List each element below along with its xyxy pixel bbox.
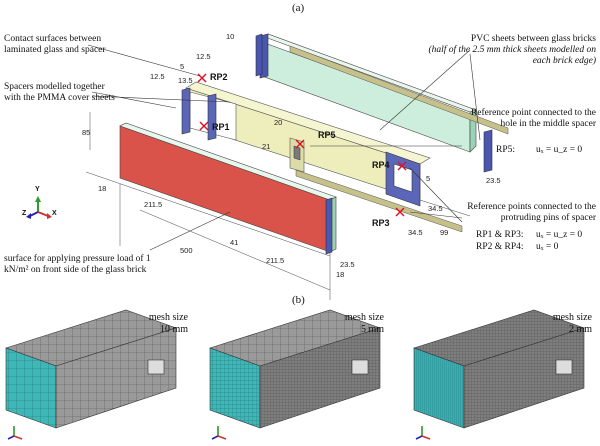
pvc-strip-top bbox=[289, 45, 509, 135]
rp24-eq-value: uₓ = 0 bbox=[536, 242, 559, 252]
mesh-label-title-3: mesh size bbox=[552, 312, 592, 323]
panel-b-tag: (b) bbox=[292, 294, 305, 306]
axes-triad-a bbox=[26, 196, 52, 219]
pvc-strip-bottom bbox=[295, 169, 463, 233]
spacer-body bbox=[181, 81, 431, 207]
dim-18-a: 18 bbox=[98, 184, 107, 193]
end-panel-left bbox=[255, 33, 263, 77]
dim-12-5-b: 12.5 bbox=[150, 72, 165, 81]
callout-surface-load: surface for applying pressure load of 1 … bbox=[4, 254, 151, 275]
dimension-lines bbox=[85, 112, 471, 300]
callout-rp-hole: Reference point connected to the hole in… bbox=[470, 108, 596, 129]
axes-triad-b1 bbox=[7, 426, 23, 440]
rp24-eq-label: RP2 & RP4: bbox=[476, 242, 524, 252]
axes-triad-b2 bbox=[211, 426, 227, 440]
mesh-label-5mm: mesh size 5 mm bbox=[324, 312, 384, 336]
rp-markers bbox=[197, 73, 407, 217]
rp1-label: RP1 bbox=[212, 122, 230, 132]
mesh-model-2mm bbox=[413, 309, 585, 429]
callout-pvc-note: (half of the 2.5 mm thick sheets modelle… bbox=[428, 45, 596, 66]
callout-spacers: Spacers modelled together with the PMMA … bbox=[4, 82, 115, 103]
callout-contact-surfaces: Contact surfaces between laminated glass… bbox=[4, 34, 106, 55]
mesh-label-title-1: mesh size bbox=[148, 312, 188, 323]
dim-34-5-a: 34.5 bbox=[428, 204, 443, 213]
callout-pvc-title: PVC sheets between glass bricks bbox=[470, 34, 596, 44]
rp13-eq-value: uₓ = u_z = 0 bbox=[536, 230, 583, 240]
leader-lines bbox=[87, 44, 481, 251]
dim-5-a: 5 bbox=[180, 62, 185, 71]
mesh-label-title-2: mesh size bbox=[344, 312, 384, 323]
rp13-eq-label: RP1 & RP3: bbox=[476, 230, 524, 240]
rp5-label: RP5 bbox=[318, 130, 336, 140]
axes-triad-b3 bbox=[415, 426, 431, 440]
callout-rp-pins: Reference points connected to the protru… bbox=[467, 202, 596, 223]
axis-x-label-a: X bbox=[52, 210, 57, 217]
dim-10: 10 bbox=[226, 32, 235, 41]
dim-85: 85 bbox=[82, 128, 91, 137]
mesh-model-10mm bbox=[5, 309, 177, 429]
axis-y-label-a: Y bbox=[35, 186, 40, 193]
rp2-label: RP2 bbox=[210, 72, 228, 82]
dim-41: 41 bbox=[230, 238, 239, 247]
front-glass-brick bbox=[119, 122, 337, 255]
mesh-label-value-2: 5 mm bbox=[360, 324, 384, 335]
rp5-eq-label: RP5: bbox=[496, 145, 516, 155]
panel-a-tag: (a) bbox=[292, 2, 305, 14]
rp3-label: RP3 bbox=[372, 218, 390, 228]
rp4-label: RP4 bbox=[372, 160, 390, 170]
dim-23-5-a: 23.5 bbox=[340, 260, 355, 269]
dim-13-5: 13.5 bbox=[178, 76, 193, 85]
dim-500: 500 bbox=[180, 246, 193, 255]
dim-5-b: 5 bbox=[426, 174, 431, 183]
end-panel-right bbox=[483, 129, 493, 173]
rp5-eq-value: uₓ = u_z = 0 bbox=[536, 145, 583, 155]
axis-z-label-a: Z bbox=[22, 210, 27, 217]
dim-34-5-b: 34.5 bbox=[408, 228, 423, 237]
dim-99: 99 bbox=[440, 228, 449, 237]
mesh-label-2mm: mesh size 2 mm bbox=[532, 312, 592, 336]
mesh-label-value-3: 2 mm bbox=[568, 324, 592, 335]
dim-18-b: 18 bbox=[336, 270, 345, 279]
dim-21: 21 bbox=[262, 142, 271, 151]
dim-20: 20 bbox=[274, 118, 283, 127]
mesh-model-5mm bbox=[209, 309, 381, 429]
dim-12-5-a: 12.5 bbox=[196, 52, 211, 61]
dim-211-5-b: 211.5 bbox=[266, 256, 285, 265]
dim-211-5-a: 211.5 bbox=[144, 200, 163, 209]
mesh-label-value-1: 10 mm bbox=[159, 324, 188, 335]
dim-23-5-b: 23.5 bbox=[486, 176, 501, 185]
mesh-label-10mm: mesh size 10 mm bbox=[128, 312, 188, 336]
